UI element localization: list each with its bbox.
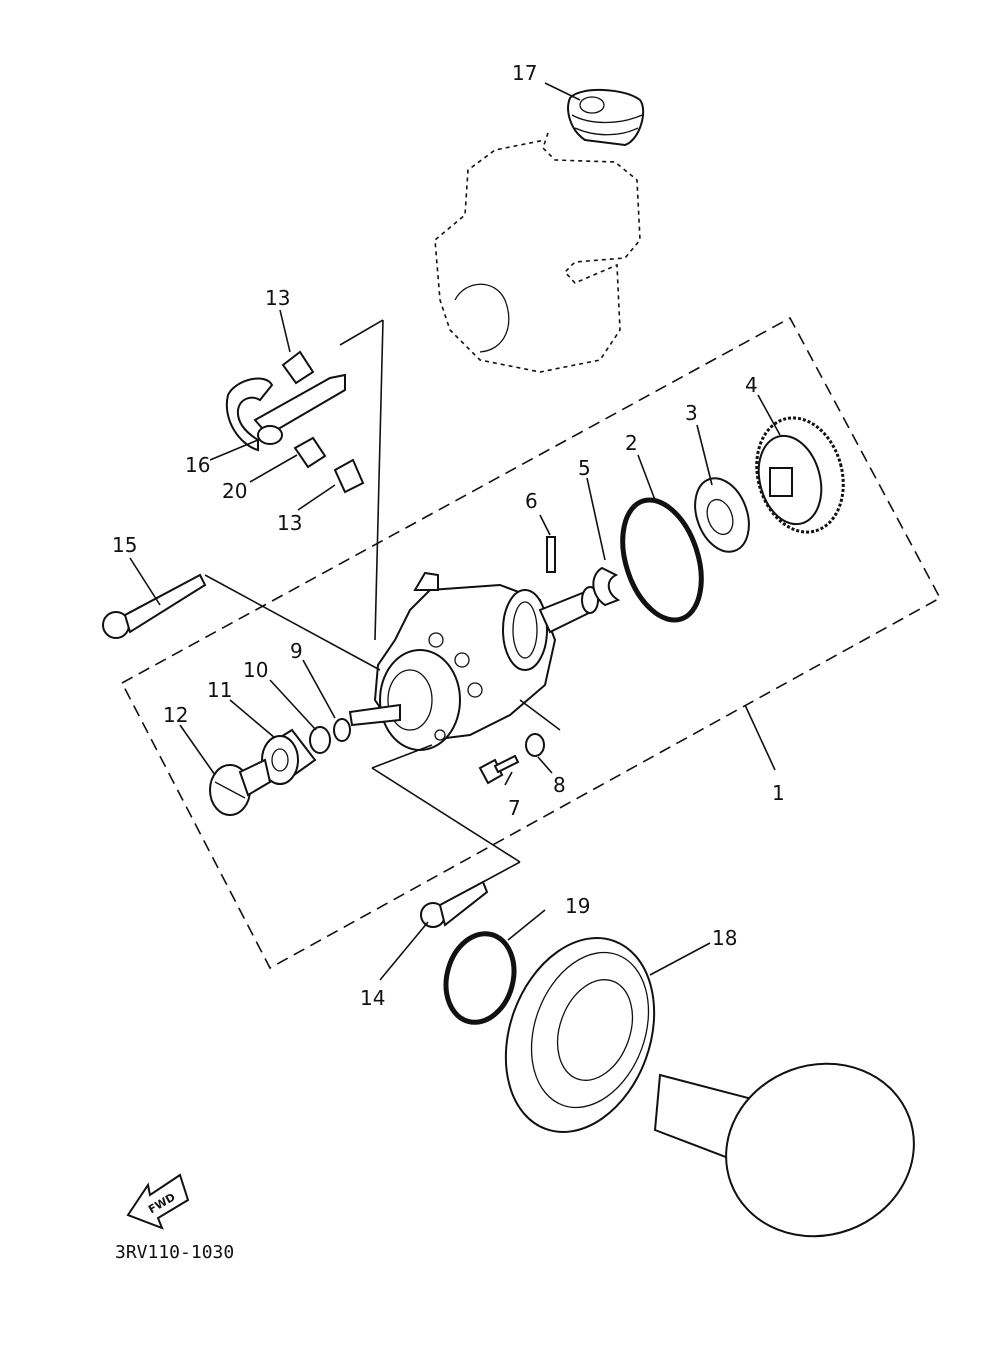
callout-19: 19	[565, 894, 590, 918]
part-13-hose-clamp-lower	[333, 458, 365, 494]
part-9-washer	[333, 718, 351, 742]
callout-14: 14	[360, 986, 385, 1010]
callout-10: 10	[243, 658, 268, 682]
callout-17: 17	[512, 61, 537, 85]
part-2-o-ring	[620, 497, 704, 623]
part-6-pin	[546, 536, 556, 573]
callout-4: 4	[745, 373, 758, 397]
callout-9: 9	[290, 639, 303, 663]
part-8-washer	[525, 733, 545, 757]
part-12-bolt	[209, 758, 272, 816]
callouts: 17 2 3 4 5 6 7 8 9 10 11 12 13 16 20 13 …	[112, 61, 785, 1010]
callout-13-lower: 13	[277, 511, 302, 535]
callout-6: 6	[525, 489, 538, 513]
callout-2: 2	[625, 431, 638, 455]
callout-5: 5	[578, 456, 591, 480]
callout-18: 18	[712, 926, 737, 950]
callout-16: 16	[185, 453, 210, 477]
part-11-nut	[261, 728, 317, 785]
part-10-washer	[309, 726, 331, 754]
part-14-bolt	[420, 880, 489, 928]
part-3-bearing	[694, 477, 750, 553]
callout-15: 15	[112, 533, 137, 557]
fwd-arrow-icon: FWD	[126, 1173, 190, 1230]
part-15-bolt	[102, 573, 207, 639]
part-5-circlip	[592, 566, 621, 607]
part-18-cover	[504, 937, 656, 1133]
part-16-hose-bracket	[225, 373, 346, 452]
callout-8: 8	[553, 773, 566, 797]
callout-1: 1	[772, 781, 785, 805]
crankcase-outline	[434, 132, 641, 373]
callout-13-upper: 13	[265, 286, 290, 310]
callout-12: 12	[163, 703, 188, 727]
part-7-bolt	[478, 754, 520, 785]
callout-7: 7	[508, 796, 521, 820]
callout-3: 3	[685, 401, 698, 425]
diagram-code: 3RV110-1030	[115, 1242, 234, 1263]
part-13-hose-clamp-upper	[281, 350, 315, 385]
leader-lines	[129, 82, 781, 981]
crankshaft-end	[653, 1062, 915, 1238]
part-4-gear	[755, 416, 845, 534]
oil-pump-body	[348, 571, 599, 751]
part-19-o-ring	[443, 931, 517, 1025]
callout-20: 20	[222, 479, 247, 503]
callout-11: 11	[207, 678, 232, 702]
part-20-hose	[293, 436, 327, 469]
part-17-plug	[567, 88, 645, 147]
